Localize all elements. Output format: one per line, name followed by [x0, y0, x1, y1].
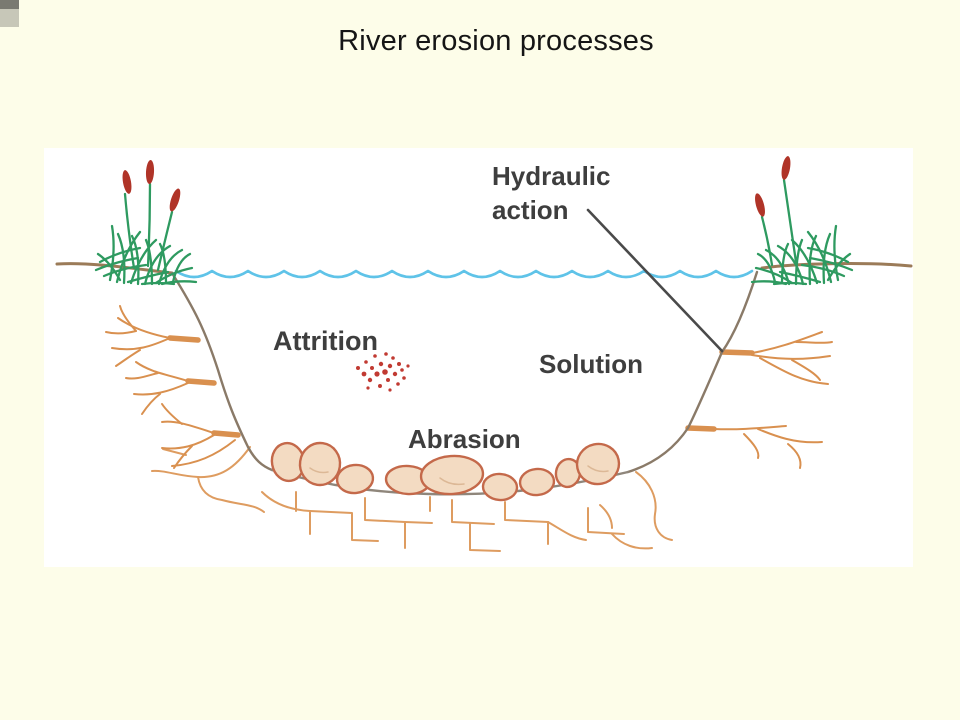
label-attrition: Attrition — [273, 326, 378, 356]
slide-title: River erosion processes — [338, 25, 654, 57]
cattail-head-icon — [755, 193, 765, 217]
cattail-stem — [146, 182, 152, 268]
hydraulic-action-pointer-line — [586, 208, 724, 353]
cattail-head-icon — [145, 160, 155, 184]
cattail-stem — [156, 210, 174, 272]
cattail-head-icon — [122, 170, 132, 194]
cattail-head-icon — [781, 156, 791, 180]
cattail-stem — [782, 178, 798, 264]
cattail-stem — [123, 192, 136, 270]
video-corner-artifact-2 — [0, 9, 19, 27]
video-corner-artifact — [0, 0, 19, 9]
label-solution: Solution — [539, 349, 643, 379]
roots-left — [105, 305, 241, 469]
label-abrasion: Abrasion — [408, 424, 521, 454]
reed-plant-left — [122, 160, 181, 272]
cattail-head-icon — [169, 188, 181, 212]
grass-blades — [94, 224, 198, 286]
left-bank-line — [170, 271, 274, 472]
label-hydraulic-action-line1: Hydraulic — [492, 161, 611, 191]
water-surface-line — [174, 269, 754, 279]
attrition-particles — [356, 352, 410, 392]
riverbed-rocks — [270, 441, 621, 502]
roots-right — [685, 331, 833, 469]
label-hydraulic-action-line2: action — [492, 195, 569, 225]
reed-plant-right — [750, 156, 854, 286]
cattail-stem — [760, 215, 774, 267]
bedrock-cracks — [151, 446, 673, 552]
right-bank-line — [626, 270, 759, 474]
